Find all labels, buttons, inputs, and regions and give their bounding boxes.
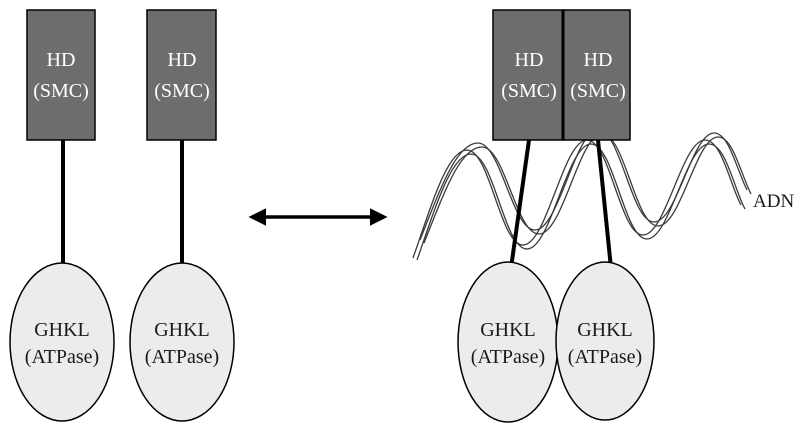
smc-label: (SMC) — [501, 80, 557, 102]
hd-label: HD — [584, 49, 613, 71]
atpase-label: (ATPase) — [25, 346, 99, 368]
ghkl-atpase-domain — [457, 261, 559, 423]
left-monomer-2: HD (SMC) GHKL (ATPase) — [129, 9, 235, 422]
right-monomer-1: GHKL (ATPase) — [457, 139, 559, 423]
hd-label: HD — [47, 49, 76, 71]
hd-label: HD — [168, 49, 197, 71]
ghkl-label: GHKL — [577, 319, 633, 341]
hd-smc-domain — [492, 9, 564, 141]
linker-line — [509, 139, 531, 269]
right-hd-pair: HD (SMC) HD (SMC) — [492, 9, 631, 141]
ghkl-atpase-domain — [9, 262, 115, 422]
smc-label: (SMC) — [33, 80, 89, 102]
right-monomer-2: GHKL (ATPase) — [555, 139, 655, 421]
ghkl-label: GHKL — [34, 319, 90, 341]
hd-label: HD — [515, 49, 544, 71]
hd-smc-domain — [146, 9, 217, 141]
hd-smc-domain — [26, 9, 96, 141]
dna-double-helix — [412, 129, 752, 261]
smc-label: (SMC) — [154, 80, 210, 102]
atpase-label: (ATPase) — [568, 346, 642, 368]
ghkl-label: GHKL — [154, 319, 210, 341]
linker-line — [596, 139, 613, 269]
atpase-label: (ATPase) — [471, 346, 545, 368]
ghkl-atpase-domain — [555, 261, 655, 421]
ghkl-atpase-domain — [129, 262, 235, 422]
left-monomer-1: HD (SMC) GHKL (ATPase) — [9, 9, 115, 422]
smc-label: (SMC) — [570, 80, 626, 102]
dna-label: ADN — [753, 191, 794, 212]
ghkl-label: GHKL — [480, 319, 536, 341]
atpase-label: (ATPase) — [145, 346, 219, 368]
hd-smc-domain — [562, 9, 631, 141]
